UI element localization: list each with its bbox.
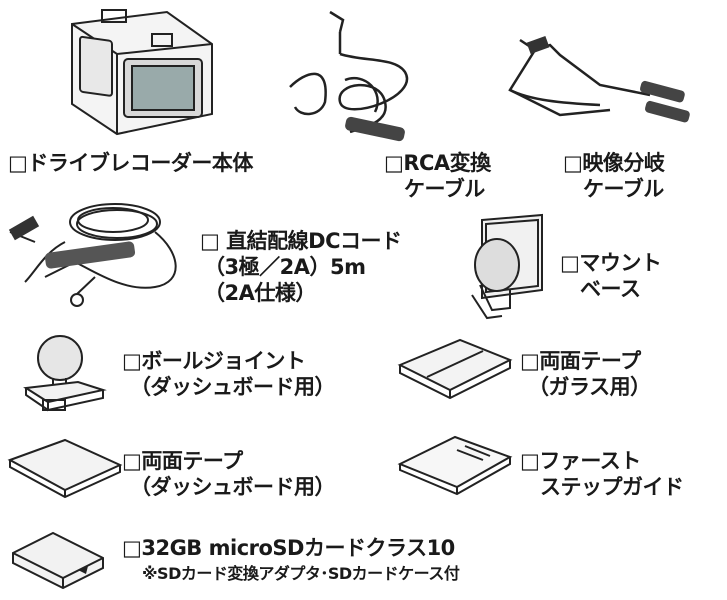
microsd-card-label: □32GB microSDカードクラス10 ※SDカード変換アダプタ･SDカード… <box>122 536 460 583</box>
mount-base-label: □マウント ベース <box>560 251 662 301</box>
dc-cord-illustration <box>8 203 177 307</box>
drive-recorder-label: □ドライブレコーダー本体 <box>8 151 253 175</box>
drive-recorder-illustration <box>71 9 213 136</box>
mount-base-illustration <box>471 213 543 320</box>
first-step-guide-label: □ファースト ステップガイド <box>520 449 684 499</box>
glass-tape-illustration <box>397 338 513 400</box>
rca-cable-label: □RCA変換 ケーブル <box>384 151 491 201</box>
dc-cord-label: □ 直結配線DCコード （3極／2A）5m （2A仕様） <box>200 229 402 305</box>
rca-cable-illustration <box>289 10 409 142</box>
glass-tape-label: □両面テープ （ガラス用） <box>520 349 651 399</box>
first-step-guide-illustration <box>397 435 513 496</box>
ball-joint-label: □ボールジョイント （ダッシュボード用） <box>122 349 336 399</box>
dashboard-tape-label: □両面テープ （ダッシュボード用） <box>122 449 336 499</box>
ball-joint-illustration <box>23 335 107 412</box>
video-splitter-cable-label: □映像分岐 ケーブル <box>563 151 665 201</box>
dashboard-tape-illustration <box>7 438 123 499</box>
video-splitter-cable-illustration <box>508 35 690 123</box>
microsd-card-illustration <box>12 531 104 590</box>
